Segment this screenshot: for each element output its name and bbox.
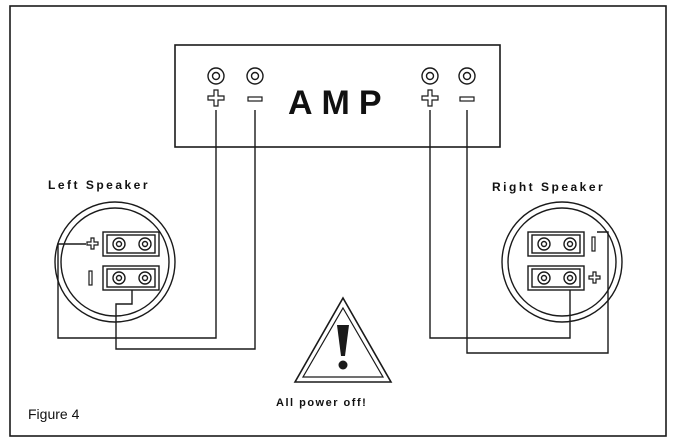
right-speaker-outer-ring xyxy=(501,201,623,323)
outer-frame xyxy=(9,5,667,437)
amp-label: AMP xyxy=(288,84,391,122)
left-speaker-negative-terminal-block xyxy=(102,265,160,291)
figure-caption: Figure 4 xyxy=(28,406,80,422)
wire-right-positive xyxy=(429,110,571,339)
warning-text: All power off! xyxy=(276,397,368,409)
left-speaker-outer-ring xyxy=(54,201,176,323)
amp-plus-icon xyxy=(421,89,439,107)
left-speaker-inner-ring xyxy=(60,207,170,317)
right-speaker-positive-terminal-block xyxy=(527,265,585,291)
amp-left-negative-terminal xyxy=(246,67,264,85)
left-speaker-label: Left Speaker xyxy=(48,178,151,192)
wire-left-negative xyxy=(115,110,256,350)
right-speaker-inner-ring xyxy=(507,207,617,317)
right-speaker-plus-icon xyxy=(588,271,601,284)
amp-minus-icon xyxy=(247,96,263,102)
amp-minus-icon xyxy=(459,96,475,102)
warning-triangle-icon xyxy=(293,296,393,383)
amp-left-positive-terminal xyxy=(207,67,225,85)
wire-right-negative xyxy=(466,110,609,354)
amp-plus-icon xyxy=(207,89,225,107)
wire-left-positive xyxy=(57,110,217,339)
amp-right-negative-terminal xyxy=(458,67,476,85)
right-speaker-minus-icon xyxy=(591,236,596,252)
amp-right-positive-terminal xyxy=(421,67,439,85)
amp-box xyxy=(174,44,501,148)
left-speaker-plus-icon xyxy=(86,237,99,250)
right-speaker-negative-terminal-block xyxy=(527,231,585,257)
left-speaker-positive-terminal-block xyxy=(102,231,160,257)
left-speaker-minus-icon xyxy=(88,270,93,286)
right-speaker-label: Right Speaker xyxy=(492,180,606,194)
